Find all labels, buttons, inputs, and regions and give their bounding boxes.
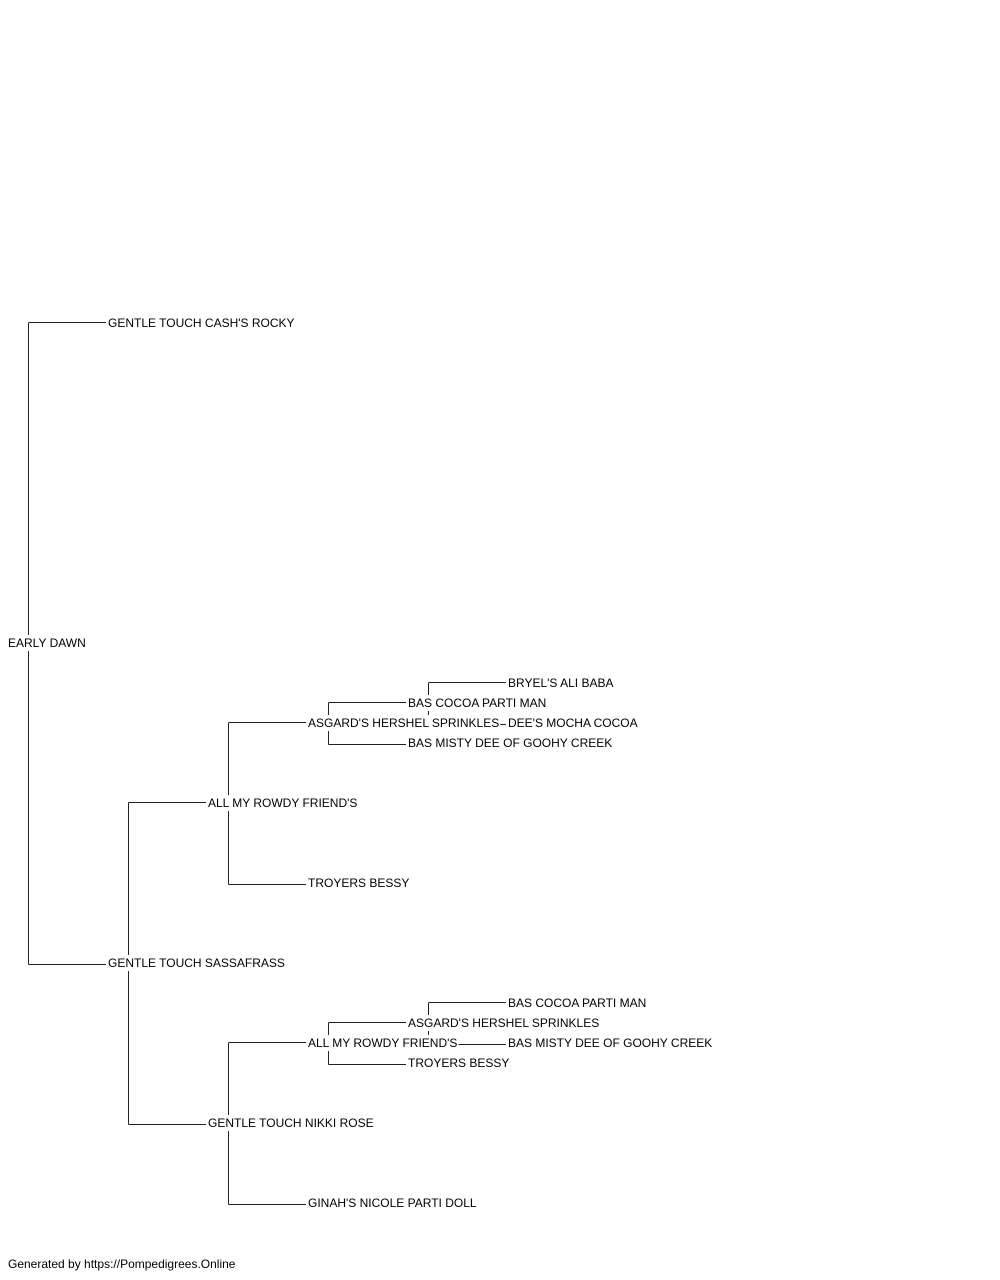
animal-name: BAS COCOA PARTI MAN — [508, 996, 646, 1010]
pedigree-node-gen2: GENTLE TOUCH NIKKI ROSE — [207, 1115, 375, 1131]
pedigree-node-gen5: DEE'S MOCHA COCOA — [507, 715, 639, 731]
pedigree-node-gen5: BRYEL'S ALI BABA — [507, 675, 615, 691]
pedigree-node-gen4: BAS MISTY DEE OF GOOHY CREEK — [407, 735, 614, 751]
animal-name: BAS MISTY DEE OF GOOHY CREEK — [408, 736, 612, 750]
animal-name: BAS MISTY DEE OF GOOHY CREEK — [508, 1036, 712, 1050]
pedigree-node-gen4: ASGARD'S HERSHEL SPRINKLES — [407, 1015, 601, 1031]
pedigree-node-gen2: ALL MY ROWDY FRIEND'S — [207, 795, 359, 811]
pedigree-node-gen3: ASGARD'S HERSHEL SPRINKLES — [307, 715, 501, 731]
pedigree-node-gen4: BAS COCOA PARTI MAN — [407, 695, 548, 711]
animal-name: EARLY DAWN — [8, 636, 86, 650]
animal-name: ASGARD'S HERSHEL SPRINKLES — [408, 1016, 599, 1030]
animal-name: ALL MY ROWDY FRIEND'S — [308, 1036, 457, 1050]
label-background — [507, 675, 615, 691]
animal-name: GENTLE TOUCH CASH'S ROCKY — [108, 316, 295, 330]
footer-credit: Generated by https://Pompedigrees.Online — [8, 1257, 236, 1271]
label-background — [407, 1055, 511, 1071]
pedigree-node-gen1: GENTLE TOUCH SASSAFRASS — [107, 955, 286, 971]
label-background — [507, 995, 648, 1011]
label-background — [307, 1195, 478, 1211]
animal-name: ALL MY ROWDY FRIEND'S — [208, 796, 357, 810]
pedigree-node-gen1: GENTLE TOUCH CASH'S ROCKY — [107, 315, 296, 331]
pedigree-node-gen3: TROYERS BESSY — [307, 875, 411, 891]
label-background — [107, 955, 286, 971]
label-background — [507, 1035, 714, 1051]
animal-name: GENTLE TOUCH NIKKI ROSE — [208, 1116, 374, 1130]
label-background — [307, 1035, 459, 1051]
label-background — [7, 635, 87, 651]
label-background — [507, 715, 639, 731]
animal-name: TROYERS BESSY — [308, 876, 409, 890]
label-background — [207, 795, 359, 811]
animal-name: ASGARD'S HERSHEL SPRINKLES — [308, 716, 499, 730]
pedigree-node-gen5: BAS MISTY DEE OF GOOHY CREEK — [507, 1035, 714, 1051]
label-background — [107, 315, 296, 331]
label-background — [307, 875, 411, 891]
animal-name: DEE'S MOCHA COCOA — [508, 716, 638, 730]
pedigree-node-gen4: TROYERS BESSY — [407, 1055, 511, 1071]
animal-name: BRYEL'S ALI BABA — [508, 676, 613, 690]
animal-name: BAS COCOA PARTI MAN — [408, 696, 546, 710]
label-background — [307, 715, 501, 731]
pedigree-node-gen5: BAS COCOA PARTI MAN — [507, 995, 648, 1011]
animal-name: GINAH'S NICOLE PARTI DOLL — [308, 1196, 477, 1210]
pedigree-node-gen3: GINAH'S NICOLE PARTI DOLL — [307, 1195, 478, 1211]
label-background — [407, 735, 614, 751]
label-background — [407, 695, 548, 711]
animal-name: TROYERS BESSY — [408, 1056, 509, 1070]
animal-name: GENTLE TOUCH SASSAFRASS — [108, 956, 285, 970]
pedigree-node-gen0: EARLY DAWN — [7, 635, 87, 651]
label-background — [407, 1015, 601, 1031]
pedigree-node-gen3: ALL MY ROWDY FRIEND'S — [307, 1035, 459, 1051]
label-background — [207, 1115, 375, 1131]
